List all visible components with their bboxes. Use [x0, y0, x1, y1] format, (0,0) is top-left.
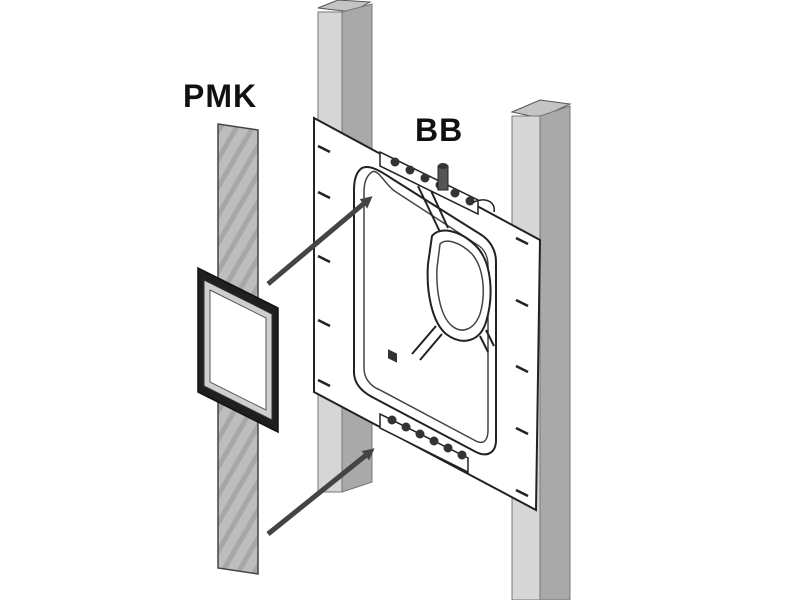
arrows — [266, 196, 375, 536]
bb-right-ticks — [515, 236, 529, 498]
bb-left-ticks — [317, 144, 331, 388]
pmk-frame — [197, 266, 279, 434]
pmk-label: PMK — [183, 78, 258, 114]
bb-bottom-connectors — [379, 412, 469, 474]
bb-label: BB — [415, 112, 464, 148]
bb-panel — [313, 116, 542, 512]
bb-top-connectors — [379, 150, 496, 363]
arrow-lower — [266, 448, 375, 536]
pmk-strip — [197, 123, 279, 575]
arrow-upper — [266, 196, 373, 286]
